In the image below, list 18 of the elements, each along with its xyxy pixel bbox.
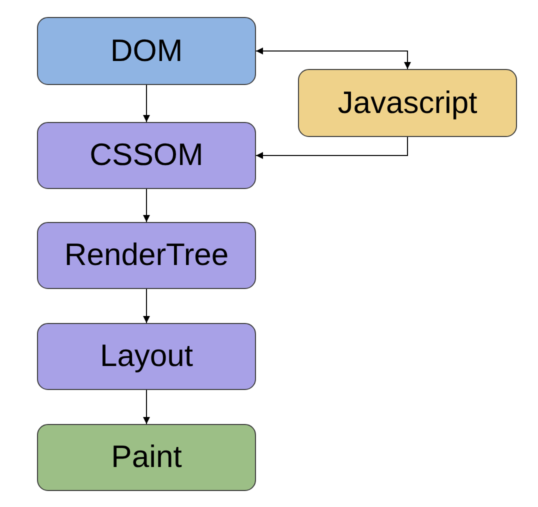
- process-box: [37, 222, 256, 289]
- box-label: Layout: [100, 339, 194, 374]
- box-label: DOM: [110, 34, 183, 68]
- arrow: [256, 136, 408, 159]
- process-box: [37, 424, 256, 491]
- arrow: [143, 84, 150, 122]
- arrow: [143, 288, 150, 324]
- box-label: Paint: [111, 440, 182, 475]
- process-box: [37, 122, 256, 189]
- process-box: [298, 69, 517, 137]
- arrow: [143, 188, 150, 222]
- process-box: [37, 17, 256, 85]
- box-label: CSSOM: [90, 138, 204, 173]
- arrow: [256, 48, 411, 70]
- box-label: Javascript: [338, 86, 478, 120]
- process-box: [37, 323, 256, 390]
- box-label: RenderTree: [64, 238, 229, 273]
- arrow: [143, 390, 150, 424]
